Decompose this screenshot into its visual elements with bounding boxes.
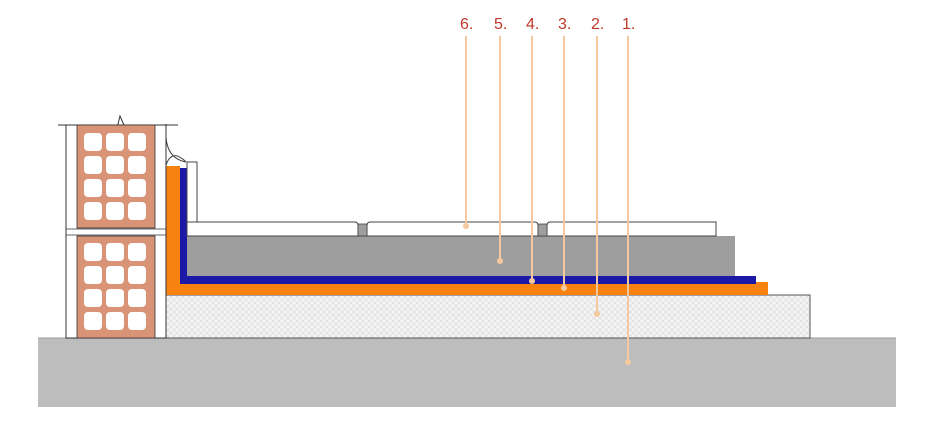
layer-subfloor: [38, 338, 896, 407]
brick-void: [84, 312, 102, 330]
brick-void: [84, 202, 102, 220]
brick-void: [106, 312, 124, 330]
brick-void: [106, 202, 124, 220]
layer-screed: [164, 294, 811, 339]
layer-finish: [186, 221, 717, 237]
layer-blue-upturn: [180, 168, 187, 282]
callout-dot-5: [497, 258, 503, 264]
callout-dot-4: [529, 278, 535, 284]
brick-void: [106, 289, 124, 307]
brick-void: [106, 243, 124, 261]
finish-joint-2: [537, 223, 548, 237]
callout-label-6: 6.: [460, 16, 473, 33]
brick-void: [84, 266, 102, 284]
brick-void: [84, 156, 102, 174]
finish-joint-1: [357, 223, 368, 237]
brick-void: [128, 156, 146, 174]
brick-void: [84, 289, 102, 307]
brick-void: [106, 156, 124, 174]
brick-void: [128, 312, 146, 330]
callout-label-5: 5.: [494, 16, 507, 33]
skirting-cove: [165, 124, 187, 166]
brick-void: [84, 243, 102, 261]
cove-curve: [165, 127, 187, 163]
callout-label-3: 3.: [558, 16, 571, 33]
brick-void: [106, 266, 124, 284]
callout-dot-6: [463, 223, 469, 229]
brick-void: [106, 133, 124, 151]
brick-void: [128, 179, 146, 197]
callout-label-1: 1.: [622, 16, 635, 33]
brick-void: [128, 289, 146, 307]
layer-orange-upturn: [166, 166, 180, 295]
brick-void: [128, 266, 146, 284]
brick-void: [106, 179, 124, 197]
callout-dot-1: [625, 359, 631, 365]
brick-void: [128, 202, 146, 220]
brick-void: [84, 179, 102, 197]
layer-gray-base: [187, 236, 735, 276]
brick-void: [84, 133, 102, 151]
brick-void: [128, 243, 146, 261]
layer-blue-horizontal: [180, 276, 756, 284]
brick-wall: [58, 114, 178, 339]
callout-dot-3: [561, 285, 567, 291]
callout-dot-2: [594, 311, 600, 317]
callout-group: 6. 5. 4. 3. 2. 1.: [460, 16, 635, 365]
skirting-board: [186, 161, 198, 223]
layer-orange-horizontal: [166, 282, 768, 295]
brick-void: [128, 133, 146, 151]
callout-label-2: 2.: [591, 16, 604, 33]
callout-label-4: 4.: [526, 16, 539, 33]
